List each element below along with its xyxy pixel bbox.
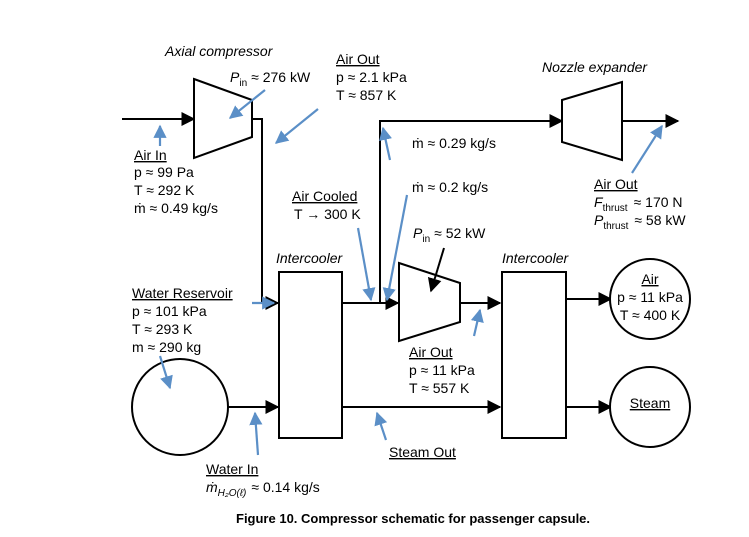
air-tank-title: Air xyxy=(641,271,658,287)
air-in-line3: ṁ ≈ 0.49 kg/s xyxy=(134,200,218,216)
water-reservoir-line2: T ≈ 293 K xyxy=(132,321,193,337)
intercooler-1-shape xyxy=(278,271,343,439)
air-out-1-leader xyxy=(274,108,319,144)
air-cooled-title: Air Cooled xyxy=(292,188,357,204)
nozzle-expander-title: Nozzle expander xyxy=(542,59,648,75)
pin-leader xyxy=(228,89,266,119)
air-in-title: Air In xyxy=(134,147,167,163)
air-cooled-leader xyxy=(356,227,376,302)
thrust-force: Fthrust≈ 170 N xyxy=(594,194,683,214)
water-reservoir-title: Water Reservoir xyxy=(132,285,233,301)
water-reservoir-line3: m ≈ 290 kg xyxy=(132,339,201,355)
power-arrow xyxy=(427,247,445,293)
water-in-flow: ṁH₂O(ℓ)≈ 0.14 kg/s xyxy=(206,479,320,499)
water-in-leader xyxy=(249,411,263,456)
intercooler-1-title: Intercooler xyxy=(276,250,343,266)
second-compressor-power: Pin≈ 52 kW xyxy=(413,225,486,245)
text-labels: Axial compressor Pin≈ 276 kW Air Out p ≈… xyxy=(132,43,686,526)
air-in-line1: p ≈ 99 Pa xyxy=(134,164,194,180)
axial-compressor-title: Axial compressor xyxy=(164,43,274,59)
air-out-2-line2: T ≈ 557 K xyxy=(409,380,470,396)
water-reservoir-shape xyxy=(131,358,229,456)
air-tank-line1: p ≈ 11 kPa xyxy=(617,289,683,305)
air-out-2-line1: p ≈ 11 kPa xyxy=(409,362,475,378)
thrust-power: Pthrust≈ 58 kW xyxy=(594,212,686,232)
air-out-1-line1: p ≈ 2.1 kPa xyxy=(336,69,407,85)
steam-tank-shape xyxy=(609,366,691,448)
second-compressor-shape xyxy=(398,261,461,343)
steam-out-leader xyxy=(374,411,388,441)
air-tank-shape xyxy=(609,258,691,340)
flow-upper-label: ṁ ≈ 0.29 kg/s xyxy=(412,135,496,151)
flow-lower-label: ṁ ≈ 0.2 kg/s xyxy=(412,179,488,195)
air-cooled-line1: T → 300 K xyxy=(294,206,361,222)
figure-caption: Figure 10. Compressor schematic for pass… xyxy=(236,511,590,526)
steam-out-label: Steam Out xyxy=(389,444,456,460)
intercooler-2-shape xyxy=(501,271,567,439)
steam-tank-title: Steam xyxy=(630,395,670,411)
air-out-thrust-title: Air Out xyxy=(594,176,638,192)
flow-upper-leader xyxy=(379,126,392,161)
components xyxy=(131,77,691,456)
flow-lower-leader xyxy=(382,194,409,302)
air-out-1-line2: T ≈ 857 K xyxy=(336,87,397,103)
intercooler-2-title: Intercooler xyxy=(502,250,569,266)
axial-compressor-shape xyxy=(193,77,253,160)
water-in-title: Water In xyxy=(206,461,258,477)
nozzle-expander-shape xyxy=(561,80,623,162)
axial-compressor-power: Pin≈ 276 kW xyxy=(230,69,311,89)
branch-to-nozzle-line xyxy=(379,114,564,303)
air-tank-line2: T ≈ 400 K xyxy=(620,307,681,323)
air-out-2-title: Air Out xyxy=(409,344,453,360)
air-in-line2: T ≈ 292 K xyxy=(134,182,195,198)
air-out-1-title: Air Out xyxy=(336,51,380,67)
thrust-leader xyxy=(631,124,663,174)
compressor-to-intercooler-line xyxy=(252,118,280,310)
callout-lines xyxy=(153,89,663,456)
reservoir-mass-leader xyxy=(158,355,173,390)
water-reservoir-line1: p ≈ 101 kPa xyxy=(132,303,207,319)
air-out-2-leader xyxy=(470,308,484,337)
